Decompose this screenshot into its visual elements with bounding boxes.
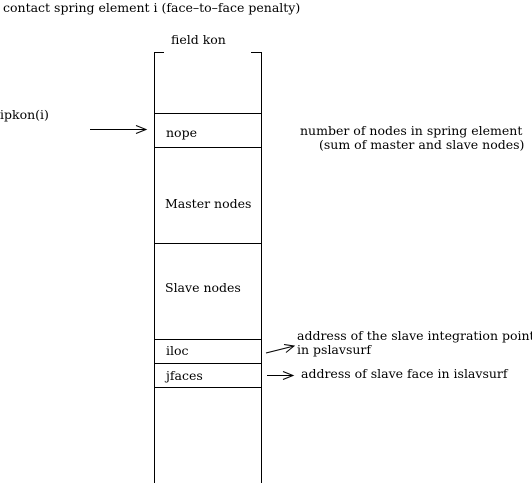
cell-master-nodes: Master nodes: [165, 196, 252, 211]
cell-iloc: iloc: [166, 343, 189, 358]
iloc-annotation-line2: in pslavsurf: [297, 342, 372, 357]
jfaces-arrow-head: [282, 371, 295, 380]
iloc-arrow: [265, 345, 295, 354]
ipkon-arrow-head: [135, 125, 148, 134]
field-label: field kon: [171, 32, 226, 47]
pointer-label: ipkon(i): [0, 107, 49, 122]
cell-slave-nodes: Slave nodes: [165, 280, 241, 295]
cell-nope: nope: [166, 125, 197, 140]
jfaces-annotation: address of slave face in islavsurf: [301, 366, 508, 381]
nope-annotation-line2: (sum of master and slave nodes): [319, 137, 525, 152]
cell-jfaces: jfaces: [166, 368, 203, 383]
nope-annotation-line1: number of nodes in spring element: [300, 123, 523, 138]
diagram-title: contact spring element i (face–to–face p…: [3, 0, 301, 15]
iloc-annotation-line1: address of the slave integration point: [297, 328, 532, 343]
iloc-arrow-head: [283, 344, 296, 353]
